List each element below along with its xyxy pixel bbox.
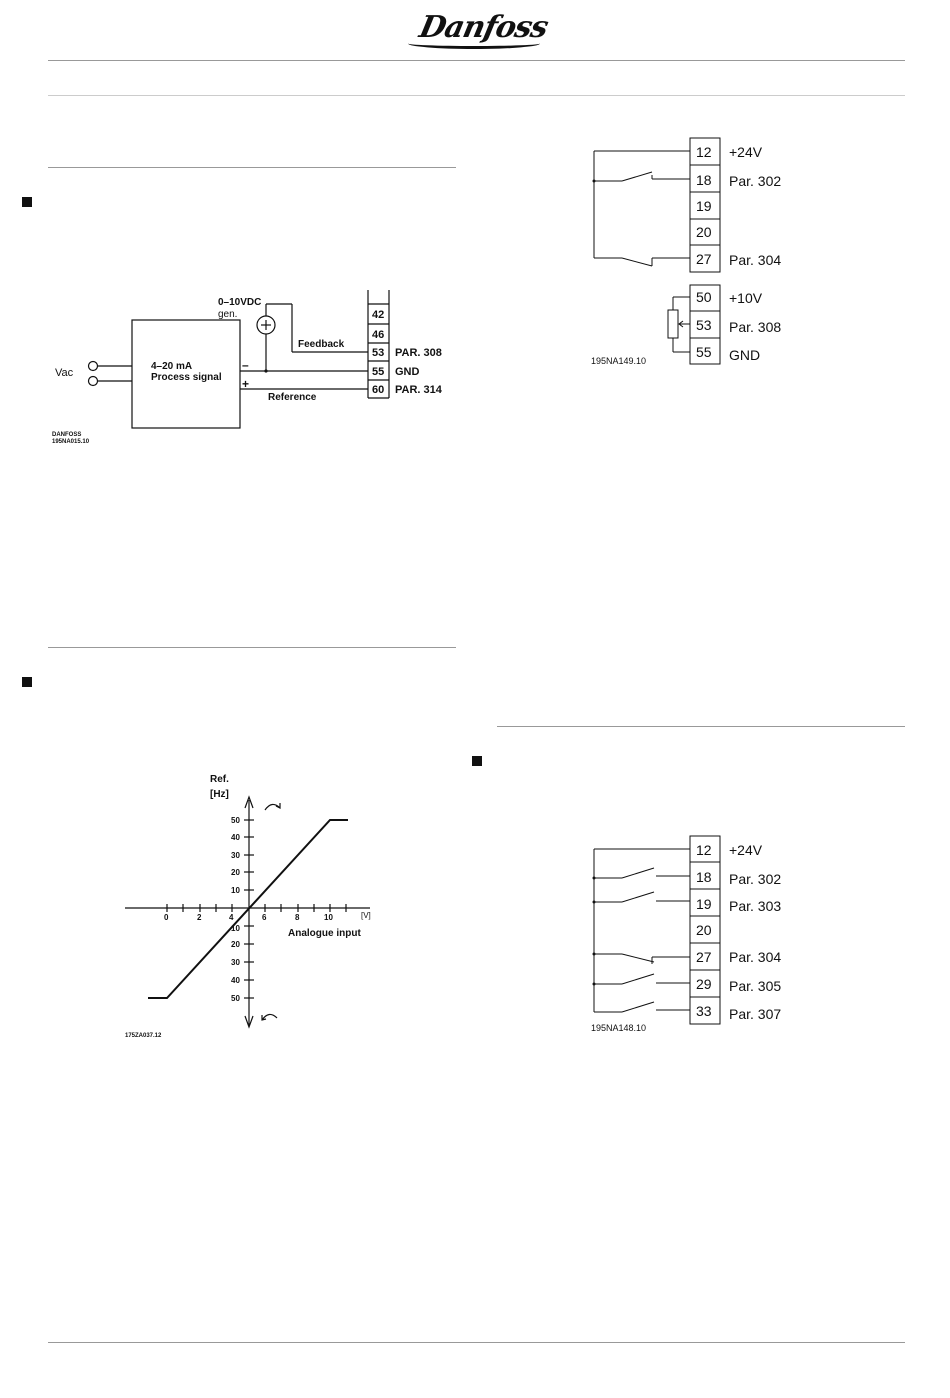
feedback-label: Feedback <box>298 339 345 350</box>
y-tick-up-10: 10 <box>231 886 240 895</box>
section-bullet-2 <box>22 677 32 687</box>
x-tick-0: 0 <box>164 913 169 922</box>
terminal-a-19: 19 <box>696 198 712 214</box>
section-rule-2 <box>48 647 456 648</box>
process-box-line2: Process signal <box>151 372 222 383</box>
y-axis-label-2: [Hz] <box>210 789 229 800</box>
label-par-303: Par. 303 <box>729 898 781 914</box>
junction-dot <box>264 369 268 373</box>
graph-code: 175ZA037.12 <box>125 1033 162 1039</box>
junction-dot <box>592 179 596 183</box>
label-par-302: Par. 302 <box>729 871 781 887</box>
label-24v: +24V <box>729 842 763 858</box>
terminal-46: 46 <box>372 329 384 341</box>
label-a-24v: +24V <box>729 144 763 160</box>
y-tick-up-30: 30 <box>231 851 240 860</box>
x-tick-4: 4 <box>229 913 234 922</box>
label-b-gnd: GND <box>729 347 760 363</box>
minus-sign: – <box>242 358 249 372</box>
y-tick-down-10: 10 <box>231 924 240 933</box>
terminal-a-12: 12 <box>696 144 712 160</box>
section-bullet-1 <box>22 197 32 207</box>
x-axis-unit: [V] <box>361 911 371 920</box>
junction-dot <box>592 876 596 880</box>
terminal-a-18: 18 <box>696 172 712 188</box>
label-gnd: GND <box>395 366 420 378</box>
vac-label: Vac <box>55 367 74 379</box>
header-rule-bottom <box>48 95 905 96</box>
terminal-19: 19 <box>696 896 712 912</box>
header-rule-top <box>48 60 905 61</box>
junction-dot <box>592 982 596 986</box>
terminal-42: 42 <box>372 309 384 321</box>
label-par-305: Par. 305 <box>729 978 781 994</box>
y-tick-down-50: 50 <box>231 994 240 1003</box>
label-a-par-302: Par. 302 <box>729 173 781 189</box>
section-bullet-3 <box>472 756 482 766</box>
section-rule-3 <box>497 726 905 727</box>
label-a-par-304: Par. 304 <box>729 252 781 268</box>
y-tick-down-30: 30 <box>231 958 240 967</box>
reference-curve <box>148 819 348 999</box>
reference-graph: 0 2 4 6 8 10 50 40 30 20 10 10 20 30 40 … <box>125 774 371 1039</box>
process-box-line1: 4–20 mA <box>151 361 192 372</box>
label-par-304: Par. 304 <box>729 949 781 965</box>
terminal-53: 53 <box>372 347 384 359</box>
label-b-par-308: Par. 308 <box>729 319 781 335</box>
terminal-29: 29 <box>696 976 712 992</box>
terminal-20: 20 <box>696 922 712 938</box>
diagram-code-2: 195NA015.10 <box>52 439 90 445</box>
x-tick-2: 2 <box>197 913 202 922</box>
multi-switch-diagram: 12 18 19 20 27 29 33 +24V Par. 302 Par. … <box>591 835 781 1033</box>
reference-label: Reference <box>268 392 317 403</box>
terminal-60: 60 <box>372 384 384 396</box>
section-rule-1 <box>48 167 456 168</box>
terminal-27: 27 <box>696 949 712 965</box>
terminal-b-55: 55 <box>696 344 712 360</box>
y-tick-up-50: 50 <box>231 816 240 825</box>
y-axis-label-1: Ref. <box>210 774 229 785</box>
x-axis-label: Analogue input <box>288 928 361 939</box>
junction-dot <box>592 952 596 956</box>
diagram-code-1: DANFOSS <box>52 432 81 438</box>
label-par-314: PAR. 314 <box>395 384 443 396</box>
pot-switch-diagram: 12 18 19 20 27 +24V Par. 302 Par. 304 50… <box>591 137 781 366</box>
x-tick-6: 6 <box>262 913 267 922</box>
generator-label-2: gen. <box>218 309 237 320</box>
process-signal-diagram: Vac 4–20 mA Process signal 0–10VDC gen. … <box>52 290 443 445</box>
label-par-308: PAR. 308 <box>395 347 442 359</box>
y-tick-down-20: 20 <box>231 940 240 949</box>
y-tick-down-40: 40 <box>231 976 240 985</box>
pot-diagram-code: 195NA149.10 <box>591 356 646 366</box>
label-par-307: Par. 307 <box>729 1006 781 1022</box>
terminal-33: 33 <box>696 1003 712 1019</box>
logo-swash <box>408 38 540 49</box>
plus-sign: + <box>242 377 249 391</box>
terminal-b-53: 53 <box>696 317 712 333</box>
terminal-a-27: 27 <box>696 251 712 267</box>
x-tick-8: 8 <box>295 913 300 922</box>
terminal-18: 18 <box>696 869 712 885</box>
terminal-b-50: 50 <box>696 289 712 305</box>
switch-diagram-code: 195NA148.10 <box>591 1023 646 1033</box>
generator-label-1: 0–10VDC <box>218 297 261 308</box>
x-tick-10: 10 <box>324 913 333 922</box>
terminal-a-20: 20 <box>696 224 712 240</box>
label-b-10v: +10V <box>729 290 763 306</box>
junction-dot <box>592 900 596 904</box>
terminal-55: 55 <box>372 366 384 378</box>
y-tick-up-20: 20 <box>231 868 240 877</box>
terminal-12: 12 <box>696 842 712 858</box>
y-tick-up-40: 40 <box>231 833 240 842</box>
footer-rule <box>48 1342 905 1343</box>
